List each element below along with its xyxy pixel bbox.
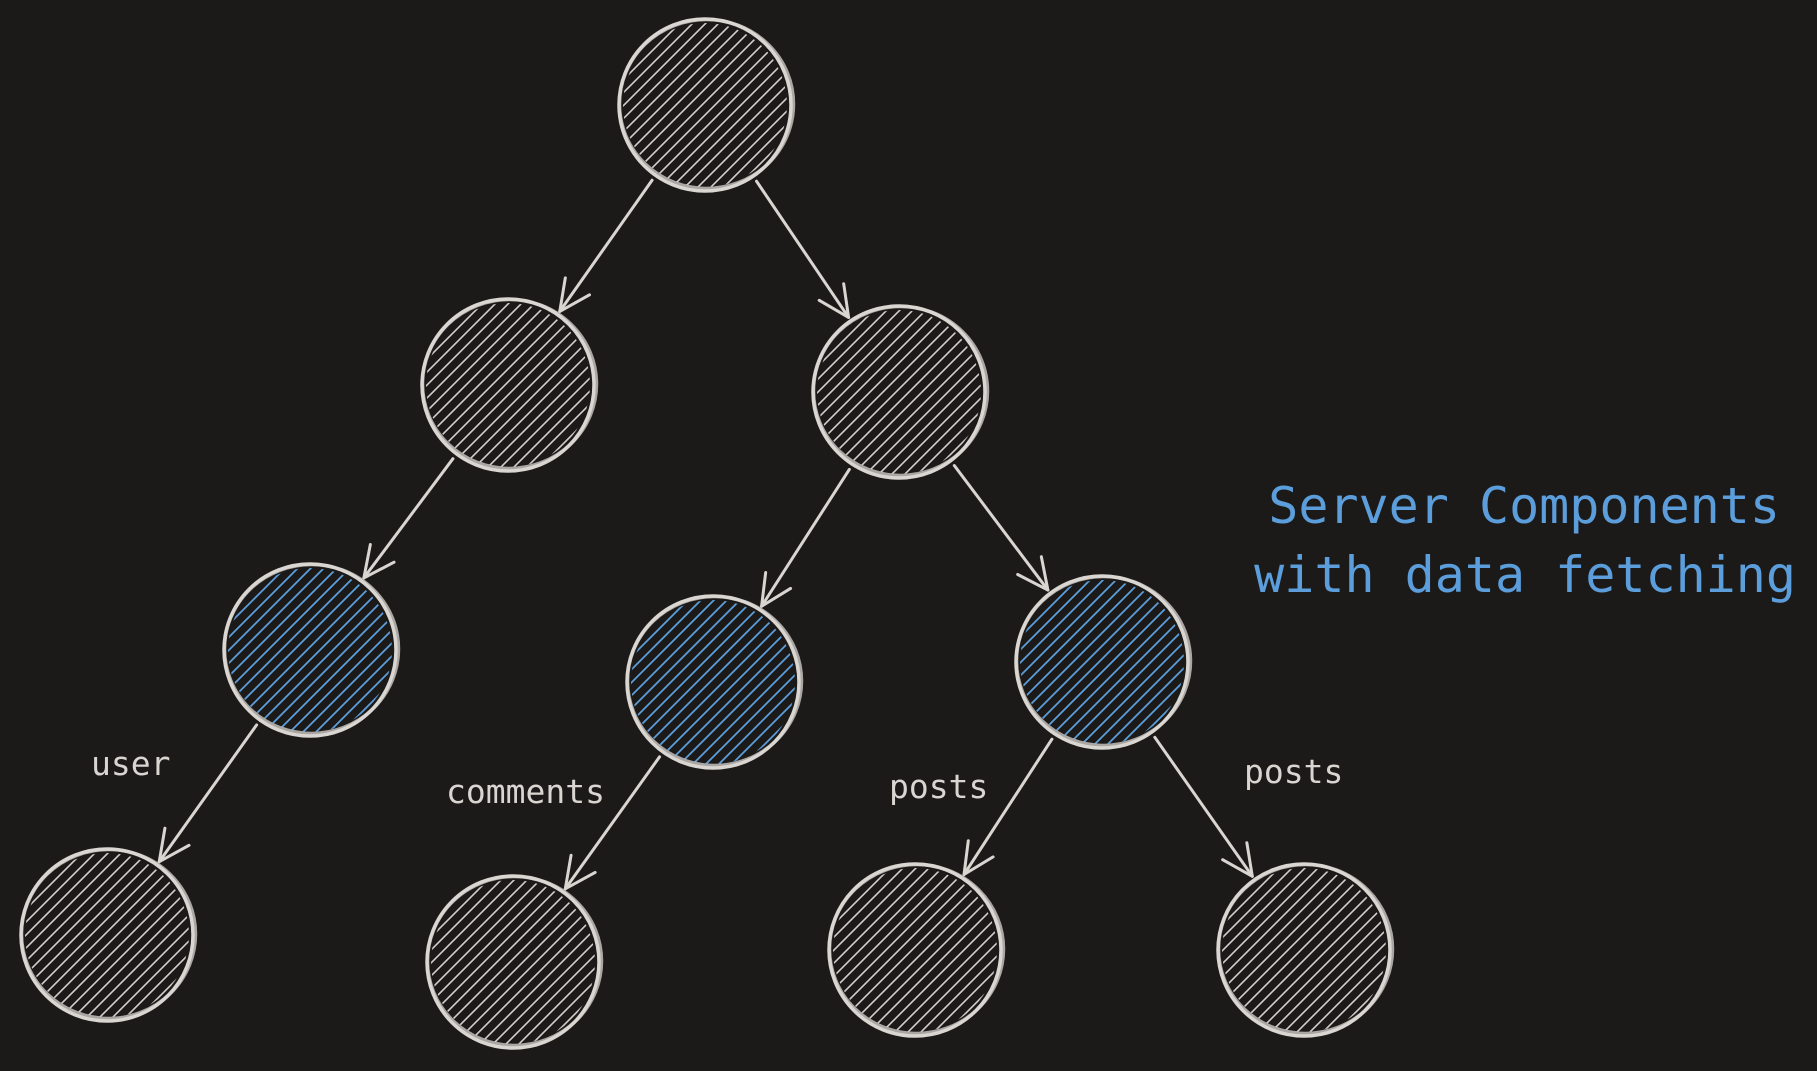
edge-level2-c-to-leaf-4 xyxy=(1153,735,1254,878)
arrowhead xyxy=(362,543,396,580)
arrowhead xyxy=(558,276,591,313)
hatch-leaf-2 xyxy=(431,880,595,1044)
node-leaf-4 xyxy=(1216,862,1395,1038)
node-level2-a xyxy=(222,562,401,738)
edge-root-to-level1-left xyxy=(558,178,654,313)
node-level1-right xyxy=(811,304,990,480)
edge-label-posts-right: posts xyxy=(1244,752,1343,791)
edge-root-to-level1-right xyxy=(755,179,851,319)
arrowhead xyxy=(962,839,995,877)
node-level1-left xyxy=(420,297,599,473)
hatch-leaf-3 xyxy=(833,868,997,1032)
node-leaf-2 xyxy=(425,874,604,1050)
arrowhead xyxy=(1221,841,1254,878)
edge-level1-right-to-level2-c xyxy=(952,464,1050,592)
edge-level1-left-to-level2-a xyxy=(362,457,455,580)
nodes-layer xyxy=(19,17,1395,1050)
node-root xyxy=(617,17,796,193)
edge-label-comments: comments xyxy=(446,772,605,811)
edge-level2-a-to-leaf-1 xyxy=(157,723,259,864)
edge-label-user: user xyxy=(91,744,170,783)
data-hatch-level2-a xyxy=(228,568,392,732)
arrowhead xyxy=(760,570,793,608)
hatch-leaf-1 xyxy=(25,853,189,1017)
arrowhead xyxy=(157,826,191,864)
hatch-level1-left xyxy=(426,303,590,467)
hatch-leaf-4 xyxy=(1222,868,1386,1032)
data-hatch-level2-b xyxy=(631,600,795,764)
node-leaf-3 xyxy=(827,862,1006,1038)
arrowhead xyxy=(1016,555,1050,592)
node-leaf-1 xyxy=(19,847,198,1023)
arrowhead xyxy=(563,853,597,891)
arrowhead xyxy=(817,282,851,319)
hatch-level1-right xyxy=(817,310,981,474)
edge-label-posts-left: posts xyxy=(889,767,988,806)
edge-level2-c-to-leaf-3 xyxy=(962,737,1054,877)
hatch-root xyxy=(623,23,787,187)
legend-line-1: Server Components xyxy=(1268,477,1780,535)
node-level2-b xyxy=(625,594,804,770)
edge-level1-right-to-level2-b xyxy=(760,467,851,608)
legend-line-2: with data fetching xyxy=(1254,546,1796,604)
edge-level2-b-to-leaf-2 xyxy=(563,755,662,891)
edges-layer xyxy=(157,178,1254,891)
